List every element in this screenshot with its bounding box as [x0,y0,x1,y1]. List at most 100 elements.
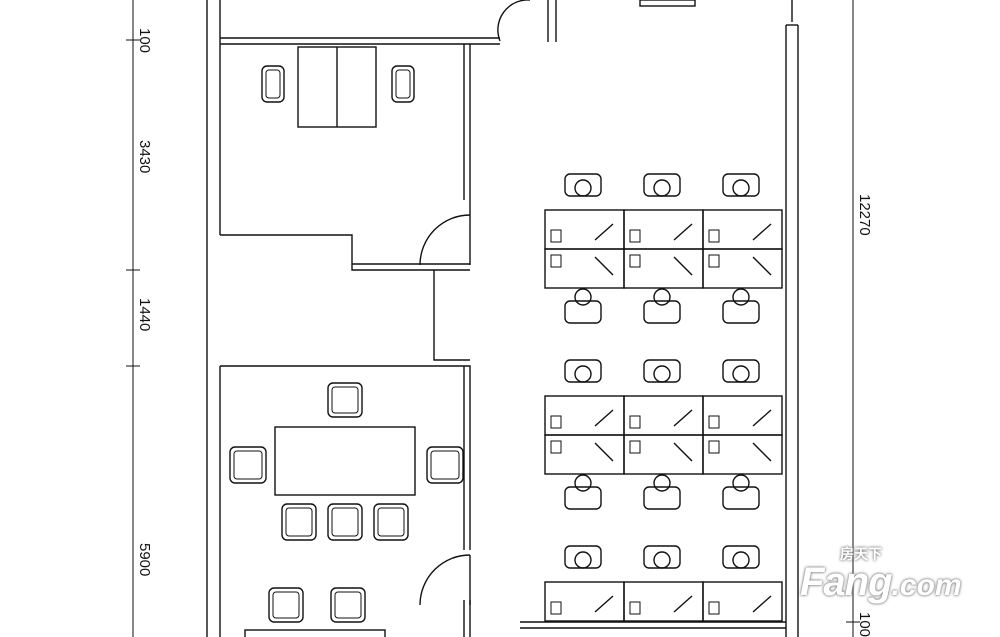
monitor [594,409,614,427]
person-icon [653,474,671,492]
chair-cushion [377,507,405,537]
person-icon [732,179,750,197]
person-icon [574,179,592,197]
desk-phone [550,254,562,268]
office-chair [564,486,602,510]
person-icon [574,551,592,569]
desk-phone [629,415,641,429]
person-icon [732,365,750,383]
office-chair [722,486,760,510]
watermark-brand-line: Fang.com [800,562,962,611]
office-chair [643,486,681,510]
office-chair [643,173,681,197]
chair-icon [373,503,409,541]
person-icon [574,288,592,306]
workstations [544,173,783,622]
chair-seat [268,587,304,623]
chair-cushion [265,69,281,99]
person-icon [653,179,671,197]
meeting-room [274,426,416,496]
chair-cushion [334,591,362,619]
monitor [594,442,614,462]
chair-cushion [430,450,460,480]
desk-phone [550,440,562,454]
workstation-cluster [544,545,783,622]
desk-phone [708,229,720,243]
desk-phone [629,254,641,268]
office-chair [564,545,602,569]
office-chair [643,359,681,383]
chair-icon [327,382,363,418]
desk [702,581,783,622]
workstation-cluster [544,359,783,510]
desk-phone [550,229,562,243]
person-icon [653,365,671,383]
watermark-logo: 房天下 Fang.com [800,546,962,611]
dim-3430: 3430 [136,140,153,173]
monitor [594,595,614,613]
desk-phone [708,440,720,454]
monitor [594,223,614,241]
chair-seat [391,65,415,103]
chairs [229,65,464,623]
chair-icon [426,446,464,484]
desk-phone [708,254,720,268]
monitor [673,223,693,241]
desk [702,248,783,289]
person-icon [732,288,750,306]
chair-seat [426,446,464,484]
chair-icon [268,587,304,623]
chair-icon [327,503,363,541]
desk-phone [708,601,720,615]
dim-1440: 1440 [136,298,153,331]
chair-cushion [272,591,300,619]
monitor [673,256,693,276]
person-icon [574,365,592,383]
office-chair [722,545,760,569]
top-desks [297,46,377,128]
walls [206,0,799,637]
chair-cushion [331,386,359,414]
meeting-table [274,426,416,496]
office-chair [722,359,760,383]
chair-icon [281,503,317,541]
desk-phone [629,229,641,243]
monitor [752,409,772,427]
chair-icon [391,65,415,103]
dim-5900: 5900 [136,543,153,576]
desk-phone [629,440,641,454]
watermark-brand: Fang [800,560,893,604]
monitor [752,256,772,276]
desk-phone [708,415,720,429]
monitor [673,409,693,427]
office-chair [564,173,602,197]
watermark-suffix: .com [891,569,962,602]
chair-seat [281,503,317,541]
office-chair [643,300,681,324]
person-icon [574,474,592,492]
office-chair [564,359,602,383]
chair-icon [330,587,366,623]
desk-phone [550,415,562,429]
office-chair [564,300,602,324]
chair-seat [229,446,267,484]
dim-100: 100 [136,28,153,53]
person-icon [653,288,671,306]
chair-cushion [285,507,313,537]
chair-seat [327,382,363,418]
monitor [752,223,772,241]
person-icon [732,474,750,492]
office-chair [722,173,760,197]
desk [702,434,783,475]
chair-cushion [395,69,411,99]
chair-seat [373,503,409,541]
person-icon [732,551,750,569]
chair-icon [229,446,267,484]
right-dimension-line: 12270 100 [846,0,873,637]
office-chair [722,300,760,324]
desk-phone [550,601,562,615]
monitor [594,256,614,276]
desk-phone [629,601,641,615]
dim-12270: 12270 [856,194,873,236]
